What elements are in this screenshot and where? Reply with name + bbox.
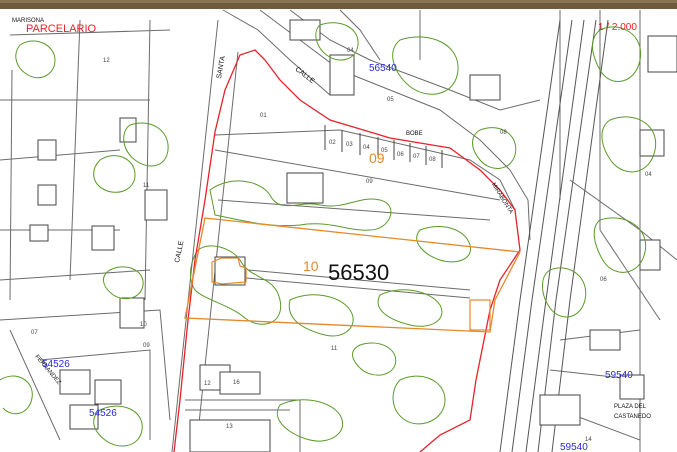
label-12: 12 [204, 381, 211, 387]
parcel-sub-10[interactable]: 10 [303, 258, 319, 274]
label-06: 06 [397, 152, 404, 158]
label-left-11: 11 [143, 183, 150, 189]
street-bobe: BOBE [406, 131, 423, 137]
parcel-ref-56540[interactable]: 56540 [369, 63, 397, 74]
label-14: 14 [585, 437, 592, 443]
map-scale: 1 / 2.000 [598, 22, 637, 33]
street-marisona: MARISONA [12, 18, 45, 24]
parcel-ref-56530[interactable]: 56530 [328, 260, 390, 285]
label-08: 08 [429, 157, 436, 163]
label-11: 11 [331, 346, 338, 352]
map-title: PARCELARIO [26, 23, 97, 35]
parcel-ref-54526-b[interactable]: 54526 [89, 408, 117, 419]
aerial-top-strip [0, 0, 677, 9]
buildings [29, 19, 677, 452]
label-top-05: 05 [387, 97, 394, 103]
label-03: 03 [346, 142, 353, 148]
label-right-06: 06 [600, 277, 607, 283]
label-left-07: 07 [31, 330, 38, 336]
label-01: 01 [260, 113, 267, 119]
parcel-sub-09[interactable]: 09 [369, 150, 385, 166]
orange-parcel-56530 [184, 217, 522, 333]
red-boundary [173, 49, 521, 452]
parcel-ref-59540-right[interactable]: 59540 [605, 370, 633, 381]
label-09: 09 [366, 179, 373, 185]
label-05: 05 [381, 148, 388, 154]
label-02: 02 [329, 140, 336, 146]
label-04: 04 [363, 145, 370, 151]
street-castanedo: CASTANEDO [614, 414, 651, 420]
label-13: 13 [226, 424, 233, 430]
label-top-08: 08 [500, 130, 507, 136]
parcel-ref-59540-bottom[interactable]: 59540 [560, 442, 588, 452]
parcel-ref-54526-a[interactable]: 54526 [42, 359, 70, 370]
orange-shed [469, 299, 491, 331]
label-left-12: 12 [103, 58, 110, 64]
label-left-09: 09 [143, 343, 150, 349]
railway [499, 19, 609, 452]
label-right-04: 04 [645, 172, 652, 178]
label-top-04: 04 [347, 48, 354, 54]
orange-building [211, 257, 247, 285]
street-plaza: PLAZA DEL [614, 404, 647, 410]
label-07: 07 [413, 154, 420, 160]
label-16: 16 [233, 380, 240, 386]
label-left-10: 10 [140, 322, 147, 328]
